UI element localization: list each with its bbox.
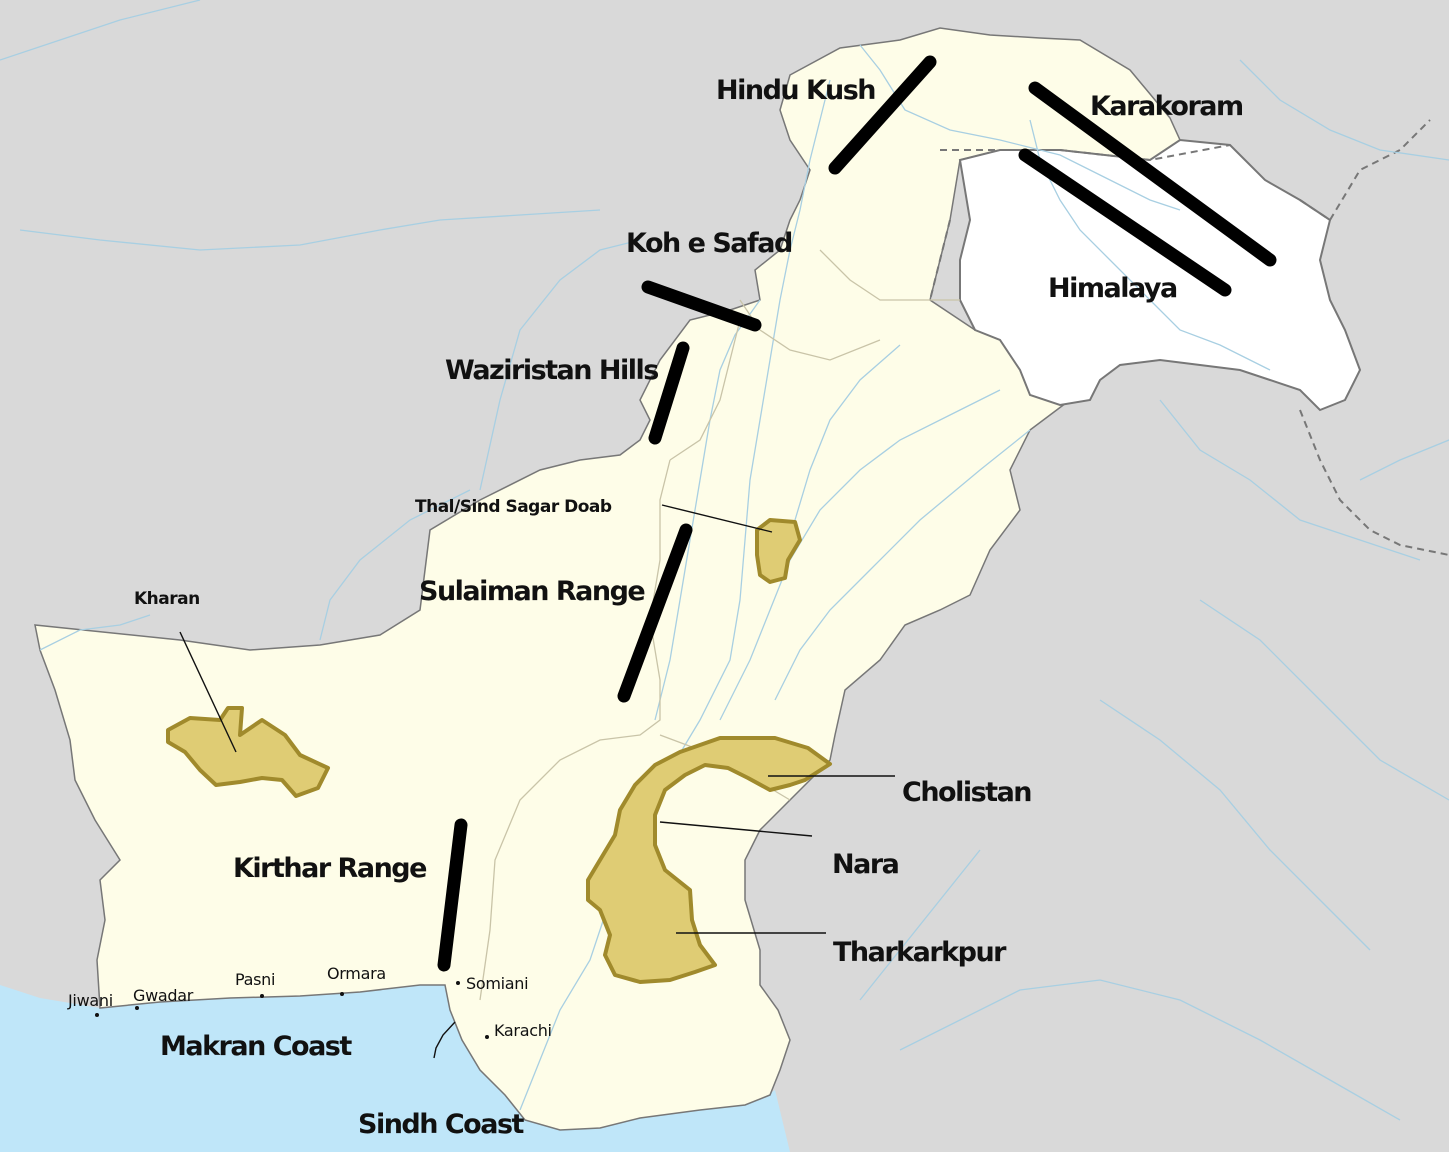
somiani-label: Somiani: [466, 974, 528, 993]
disputed-border: [929, 119, 1449, 556]
cholistan-nara-tharkarkpur-desert: [586, 736, 832, 984]
sulaiman-range-label: Sulaiman Range: [419, 576, 644, 607]
gwadar-label: Gwadar: [133, 986, 194, 1005]
ormara-label: Ormara: [327, 964, 386, 983]
koh-e-safad-range-line: [641, 280, 762, 332]
karakoram-label: Karakoram: [1090, 91, 1243, 122]
waziristan-hills-range-line: [648, 341, 690, 445]
mountain-range-lines: [437, 55, 1277, 972]
hindu-kush-label: Hindu Kush: [716, 75, 875, 106]
pasni-label: Pasni: [235, 970, 275, 989]
karakoram-range-line: [1028, 81, 1277, 267]
thal-label: Thal/Sind Sagar Doab: [415, 497, 612, 517]
kashmir-region: [958, 138, 1362, 412]
rivers: [0, 0, 1449, 1121]
koh-e-safad-label: Koh e Safad: [626, 228, 792, 259]
himalaya-label: Himalaya: [1048, 273, 1177, 304]
karachi-label: Karachi: [494, 1021, 552, 1040]
pakistan-territory: [34, 27, 1181, 1131]
thal-desert: [755, 518, 802, 584]
cholistan-label: Cholistan: [902, 777, 1031, 808]
sulaiman-range-line: [617, 523, 693, 703]
waziristan-hills-label: Waziristan Hills: [445, 355, 658, 386]
leader-lines: [179, 504, 895, 1059]
kharan-desert: [166, 706, 330, 798]
place-markers: [95, 981, 489, 1039]
jiwani-label: Jiwani: [67, 991, 113, 1010]
himalaya-range-line: [1018, 148, 1232, 297]
makran-coast-label: Makran Coast: [160, 1031, 352, 1062]
hindu-kush-range-line: [828, 55, 937, 175]
sindh-coast-label: Sindh Coast: [358, 1109, 525, 1140]
tharkarkpur-label: Tharkarkpur: [833, 937, 1007, 968]
kirthar-range-label: Kirthar Range: [233, 853, 426, 884]
kharan-label: Kharan: [134, 589, 200, 609]
nara-label: Nara: [832, 849, 899, 880]
arabian-sea: [0, 985, 790, 1152]
kirthar-range-line: [437, 818, 468, 972]
